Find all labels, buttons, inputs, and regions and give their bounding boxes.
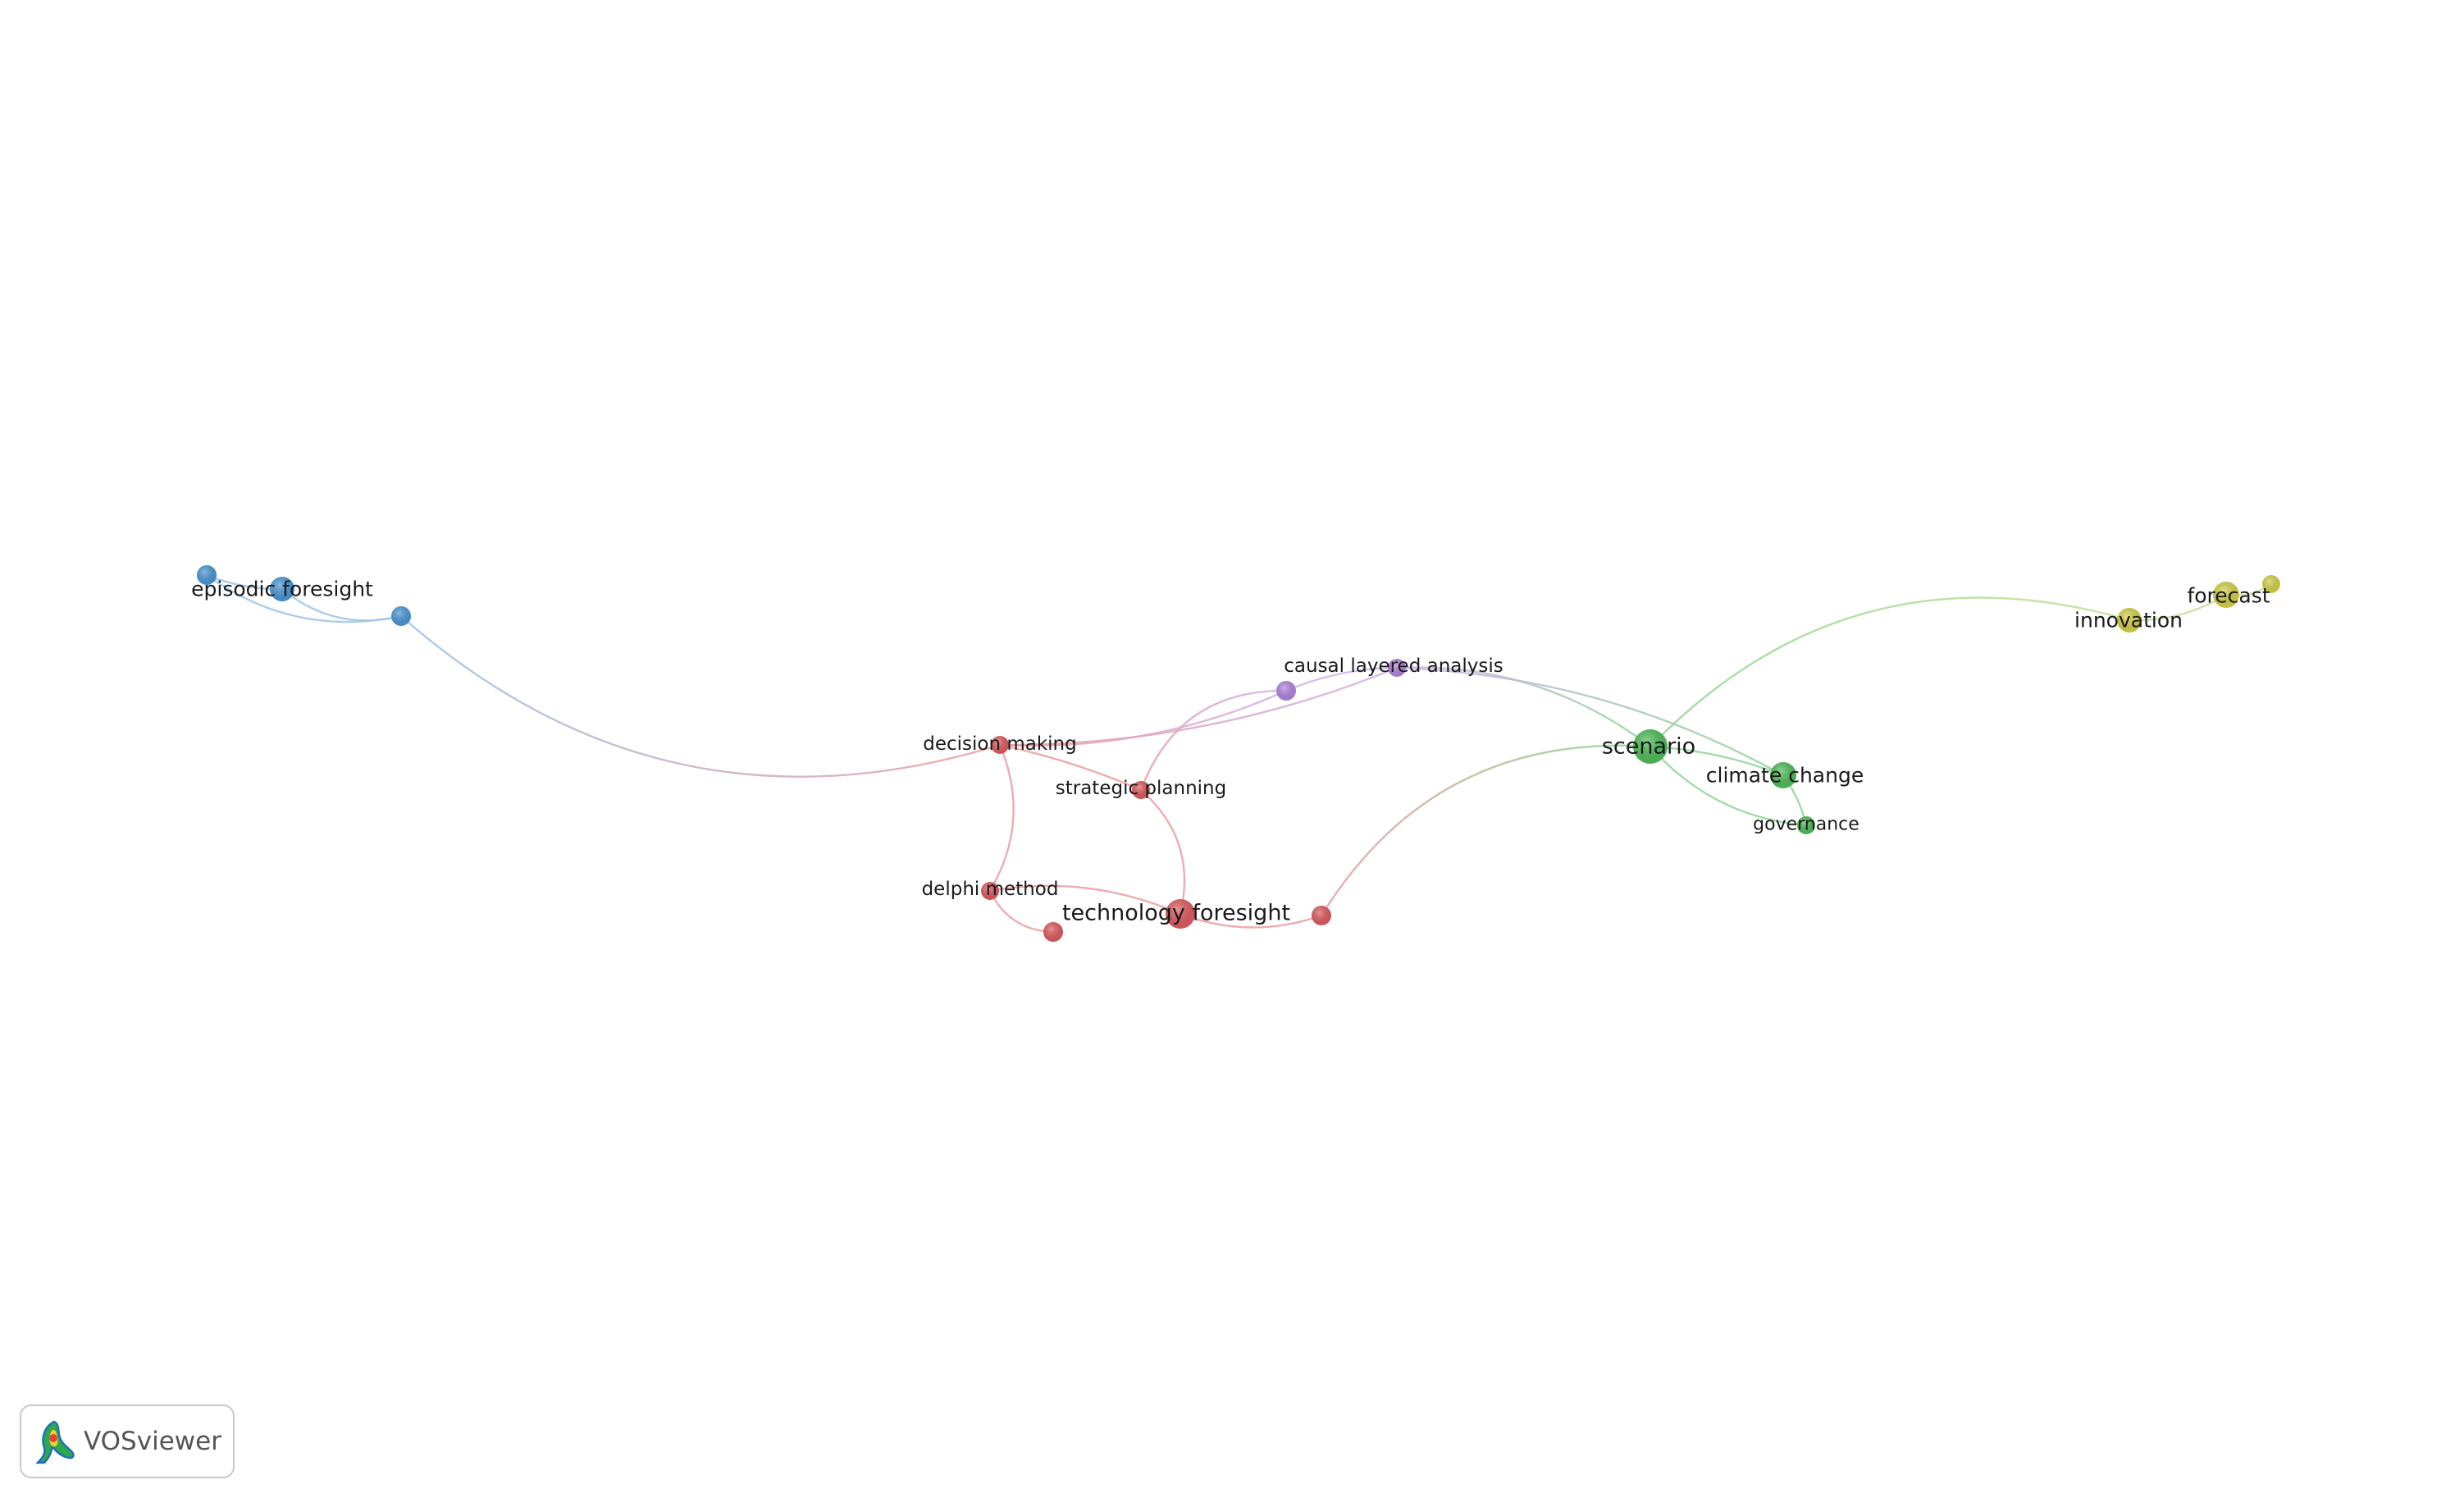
node-shading-yellow-node-a — [2262, 575, 2280, 593]
node-label-episodic-foresight[interactable]: episodic foresight — [191, 578, 373, 601]
vosviewer-logo-icon — [36, 1420, 75, 1464]
edge-strategic-planning-technology-foresight — [1140, 789, 1186, 915]
node-episodic-foresight[interactable] — [270, 577, 294, 601]
node-shading-episodic-foresight — [270, 577, 294, 601]
node-governance[interactable] — [1797, 816, 1815, 834]
node-shading-red-node-a — [1043, 922, 1063, 942]
node-shading-blue-node-b — [391, 606, 411, 626]
node-innovation[interactable] — [2117, 608, 2142, 633]
edge-red-node-b-scenario — [1320, 744, 1651, 916]
node-scenario[interactable] — [1633, 729, 1668, 764]
edge-scenario-innovation — [1650, 596, 2130, 747]
node-shading-innovation — [2117, 608, 2142, 633]
node-shading-red-node-b — [1312, 906, 1331, 925]
edge-causal-layered-analysis-scenario — [1396, 666, 1651, 747]
nodes-layer — [197, 565, 2280, 942]
node-technology-foresight[interactable] — [1166, 899, 1195, 929]
node-purple-node-a[interactable] — [1276, 681, 1296, 701]
edge-blue-node-b-decision-making — [400, 615, 1001, 778]
node-shading-scenario — [1633, 729, 1668, 764]
edge-strategic-planning-purple-node-a — [1139, 689, 1287, 791]
node-shading-governance — [1797, 816, 1815, 834]
node-label-governance[interactable]: governance — [1753, 815, 1859, 835]
node-decision-making[interactable] — [991, 736, 1009, 754]
node-blue-node-a[interactable] — [197, 565, 217, 585]
node-causal-layered-analysis[interactable] — [1388, 659, 1406, 677]
edge-decision-making-causal-layered-analysis — [999, 666, 1398, 747]
brand-name: VOSviewer — [84, 1427, 221, 1456]
node-label-delphi-method[interactable]: delphi method — [922, 879, 1059, 900]
node-shading-decision-making — [991, 736, 1009, 754]
node-label-innovation[interactable]: innovation — [2074, 609, 2183, 633]
node-label-forecast[interactable]: forecast — [2187, 584, 2270, 608]
edge-scenario-governance — [1650, 746, 1807, 827]
edge-causal-layered-analysis-climate-change — [1396, 666, 1784, 777]
edge-decision-making-delphi-method — [988, 744, 1015, 892]
node-red-node-a[interactable] — [1043, 922, 1063, 942]
node-forecast[interactable] — [2213, 582, 2239, 608]
node-shading-strategic-planning — [1132, 781, 1150, 799]
node-shading-purple-node-a — [1276, 681, 1296, 701]
vosviewer-badge[interactable]: VOSviewer — [20, 1404, 235, 1478]
node-label-scenario[interactable]: scenario — [1602, 734, 1695, 760]
edges-layer — [206, 573, 2272, 934]
node-shading-technology-foresight — [1166, 899, 1195, 929]
node-red-node-b[interactable] — [1312, 906, 1331, 925]
node-shading-blue-node-a — [197, 565, 217, 585]
labels-layer: episodic foresight decision making strateg… — [191, 578, 2270, 926]
edge-technology-foresight-red-node-b — [1180, 912, 1322, 929]
node-label-causal-layered-analysis[interactable]: causal layered analysis — [1284, 655, 1503, 677]
node-label-decision-making[interactable]: decision making — [923, 733, 1077, 755]
node-label-climate-change[interactable]: climate change — [1706, 764, 1864, 788]
node-shading-forecast — [2213, 582, 2239, 608]
edge-episodic-foresight-blue-node-b — [281, 588, 402, 622]
edge-purple-node-a-causal-layered-analysis — [1285, 666, 1398, 692]
node-shading-delphi-method — [981, 882, 999, 900]
node-delphi-method[interactable] — [981, 882, 999, 900]
edge-delphi-method-technology-foresight — [989, 884, 1181, 916]
node-label-technology-foresight[interactable]: technology foresight — [1062, 901, 1290, 926]
node-label-strategic-planning[interactable]: strategic planning — [1056, 778, 1226, 799]
node-strategic-planning[interactable] — [1132, 781, 1150, 799]
node-shading-causal-layered-analysis — [1388, 659, 1406, 677]
edge-decision-making-strategic-planning — [999, 743, 1142, 792]
node-yellow-node-a[interactable] — [2262, 575, 2280, 593]
node-blue-node-b[interactable] — [391, 606, 411, 626]
node-climate-change[interactable] — [1770, 762, 1796, 788]
node-shading-climate-change — [1770, 762, 1796, 788]
